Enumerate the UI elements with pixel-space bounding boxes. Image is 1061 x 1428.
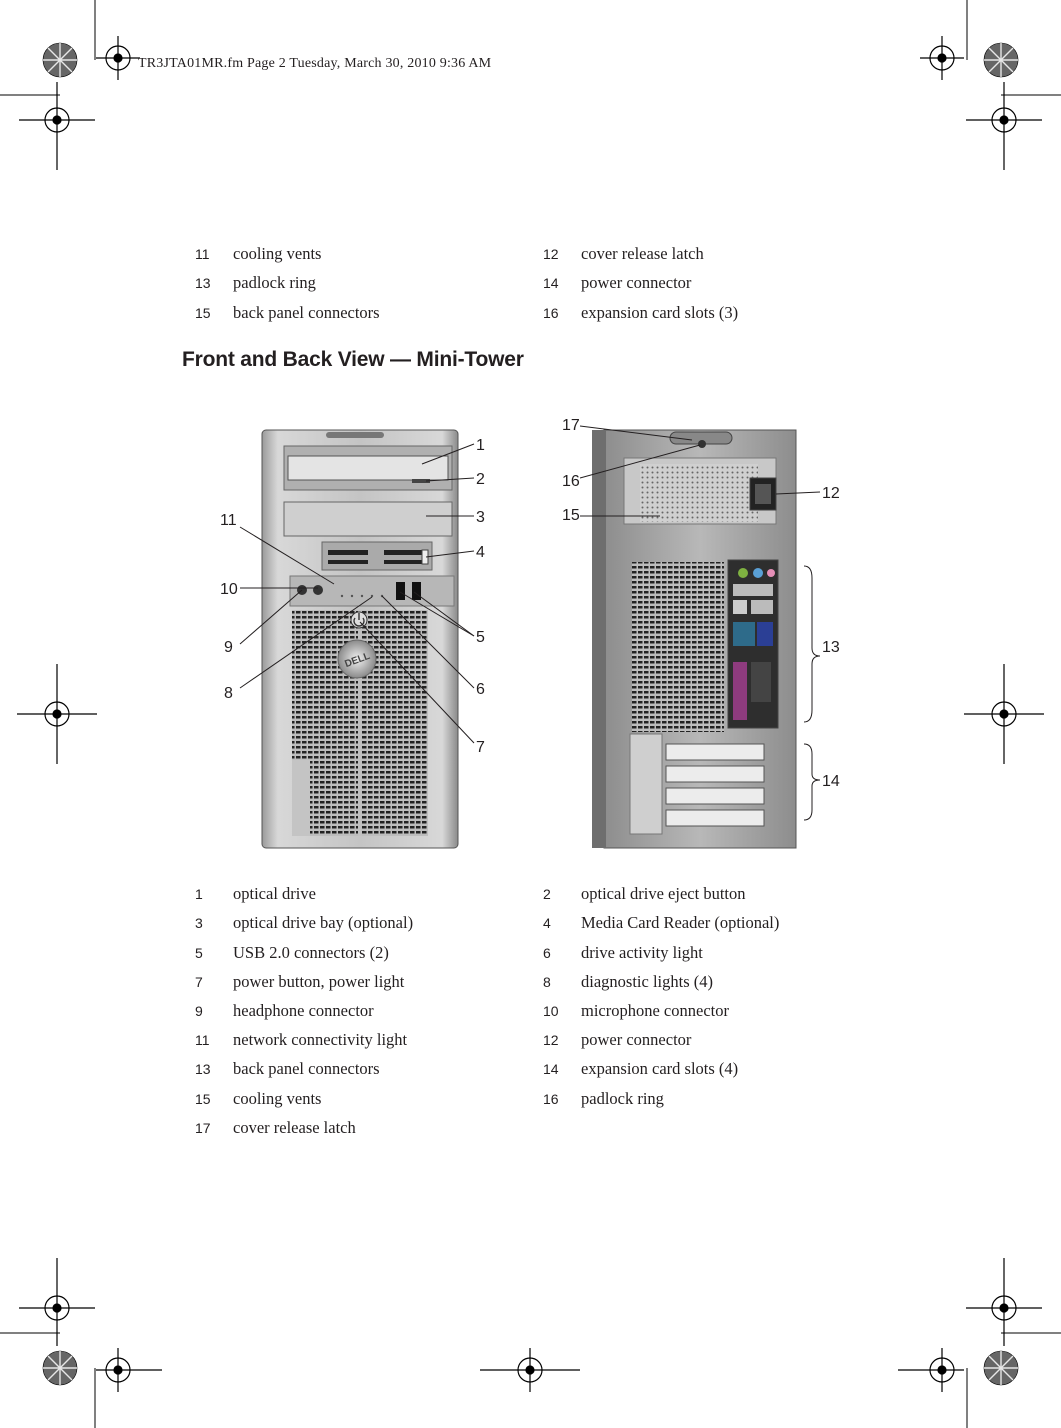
psu-vents bbox=[640, 464, 758, 522]
front-view: DELL bbox=[261, 429, 459, 849]
svg-text:11: 11 bbox=[220, 512, 237, 529]
usb-port bbox=[412, 582, 421, 600]
svg-text:10: 10 bbox=[220, 581, 238, 598]
svg-text:1: 1 bbox=[476, 437, 485, 454]
svg-text:4: 4 bbox=[476, 544, 485, 561]
svg-text:6: 6 bbox=[476, 681, 485, 698]
svg-text:3: 3 bbox=[476, 509, 485, 526]
back-vents bbox=[632, 562, 724, 732]
svg-text:2: 2 bbox=[476, 471, 485, 488]
svg-text:9: 9 bbox=[224, 639, 233, 656]
registration-marks bbox=[17, 36, 1044, 1392]
tower-figure: DELL bbox=[220, 417, 840, 849]
svg-text:16: 16 bbox=[562, 473, 580, 490]
optical-drive-bay bbox=[283, 501, 453, 537]
svg-text:5: 5 bbox=[476, 629, 485, 646]
media-card-reader bbox=[321, 541, 433, 571]
section-title: Front and Back View — Mini-Tower bbox=[182, 348, 524, 371]
dell-logo bbox=[337, 639, 377, 679]
svg-text:14: 14 bbox=[822, 773, 840, 790]
svg-text:15: 15 bbox=[562, 507, 580, 524]
microphone-jack bbox=[313, 585, 323, 595]
optical-drive bbox=[287, 455, 449, 481]
svg-text:13: 13 bbox=[822, 639, 840, 656]
page-header: TR3JTA01MR.fm Page 2 Tuesday, March 30, … bbox=[138, 56, 492, 71]
expansion-card-slots bbox=[665, 743, 765, 827]
back-view bbox=[592, 429, 797, 849]
callout-labels: 1 2 3 4 5 6 7 8 9 10 11 12 13 14 15 16 1… bbox=[220, 417, 840, 790]
svg-text:8: 8 bbox=[224, 685, 233, 702]
eject-button bbox=[412, 479, 430, 483]
padlock-ring bbox=[698, 440, 706, 448]
svg-text:7: 7 bbox=[476, 739, 485, 756]
svg-text:12: 12 bbox=[822, 485, 840, 502]
usb-port bbox=[396, 582, 405, 600]
svg-text:17: 17 bbox=[562, 417, 580, 434]
leader-lines bbox=[239, 425, 821, 821]
